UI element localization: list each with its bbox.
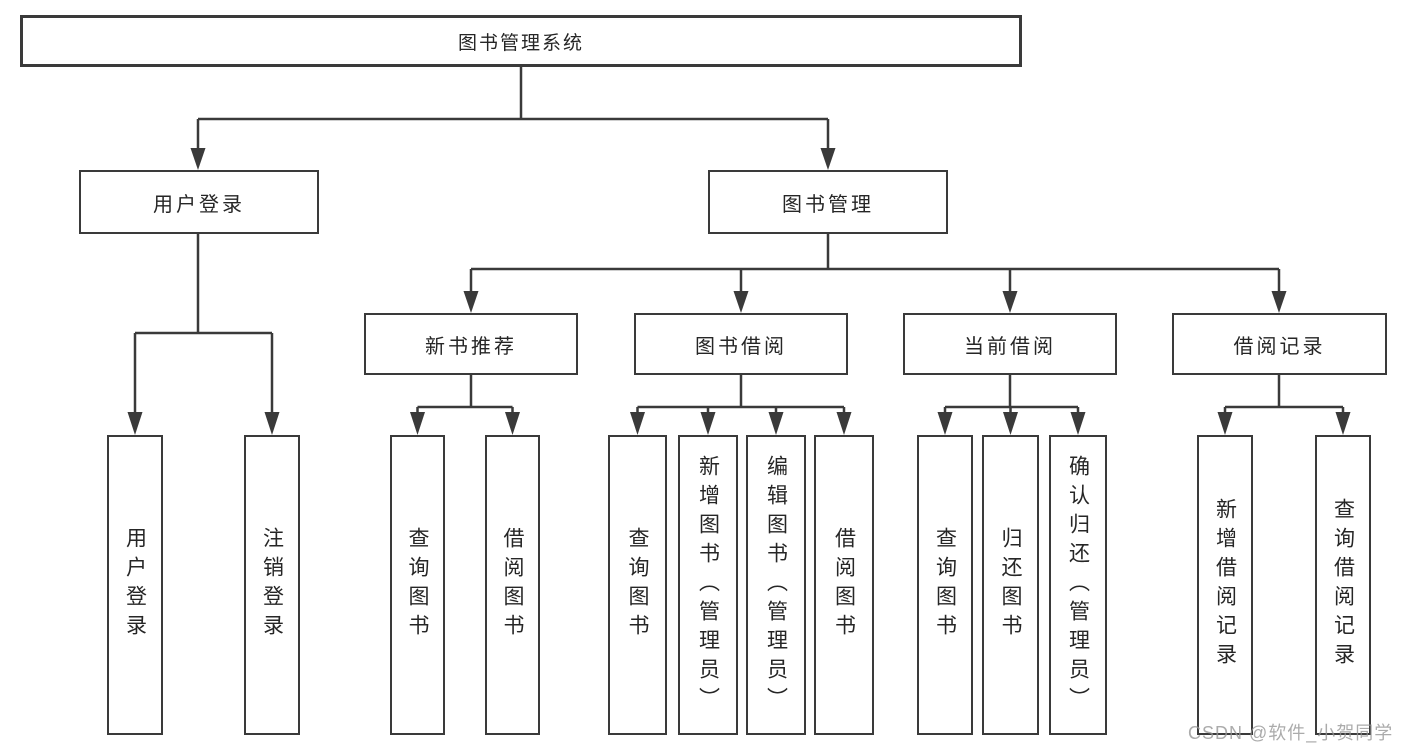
watermark: CSDN @软件_小贺同学: [1188, 723, 1394, 743]
leaf-logout-label: 注销登录: [260, 527, 284, 643]
node-current-borrowing: 当前借阅: [903, 313, 1117, 375]
leaf-add-books-admin-label: 新增图书（管理员）: [696, 454, 720, 716]
edge-current-to-leaves: [943, 375, 1080, 414]
leaf-confirm-return-admin-label: 确认归还（管理员）: [1066, 454, 1090, 716]
leaf-edit-books-admin-label: 编辑图书（管理员）: [764, 454, 788, 716]
leaf-query-books-borrowing: 查询图书: [608, 435, 667, 735]
leaf-query-borrow-record: 查询借阅记录: [1315, 435, 1371, 735]
leaf-add-books-admin: 新增图书（管理员）: [678, 435, 738, 735]
leaf-add-borrow-record: 新增借阅记录: [1197, 435, 1253, 735]
leaf-return-books: 归还图书: [982, 435, 1039, 735]
leaf-query-borrow-record-label: 查询借阅记录: [1331, 498, 1355, 672]
leaf-logout: 注销登录: [244, 435, 300, 735]
leaf-borrow-books-label: 借阅图书: [832, 527, 856, 643]
edge-recommend-to-leaves: [416, 375, 514, 414]
leaf-user-login: 用户登录: [107, 435, 163, 735]
leaf-edit-books-admin: 编辑图书（管理员）: [746, 435, 806, 735]
edge-user-login-to-leaves: [133, 234, 274, 414]
leaf-add-borrow-record-label: 新增借阅记录: [1213, 498, 1237, 672]
leaf-return-books-label: 归还图书: [999, 527, 1022, 643]
edge-root-to-level2: [196, 67, 830, 150]
leaf-query-books-recommend-label: 查询图书: [406, 527, 429, 643]
edge-borrowing-to-leaves: [636, 375, 846, 414]
node-borrowing-records: 借阅记录: [1172, 313, 1387, 375]
edge-records-to-leaves: [1223, 375, 1345, 414]
leaf-query-books-current-label: 查询图书: [933, 527, 957, 643]
node-book-management: 图书管理: [708, 170, 948, 234]
leaf-query-books-current: 查询图书: [917, 435, 973, 735]
leaf-borrow-books: 借阅图书: [814, 435, 874, 735]
edge-book-management-to-level3: [469, 234, 1281, 293]
node-user-login: 用户登录: [79, 170, 319, 234]
leaf-query-books-borrowing-label: 查询图书: [626, 527, 649, 643]
leaf-user-login-label: 用户登录: [123, 527, 147, 643]
node-book-borrowing: 图书借阅: [634, 313, 848, 375]
node-new-book-recommendation: 新书推荐: [364, 313, 578, 375]
leaf-borrow-books-recommend-label: 借阅图书: [501, 527, 524, 643]
node-library-management-system: 图书管理系统: [20, 15, 1022, 67]
leaf-confirm-return-admin: 确认归还（管理员）: [1049, 435, 1107, 735]
leaf-query-books-recommend: 查询图书: [390, 435, 445, 735]
leaf-borrow-books-recommend: 借阅图书: [485, 435, 540, 735]
